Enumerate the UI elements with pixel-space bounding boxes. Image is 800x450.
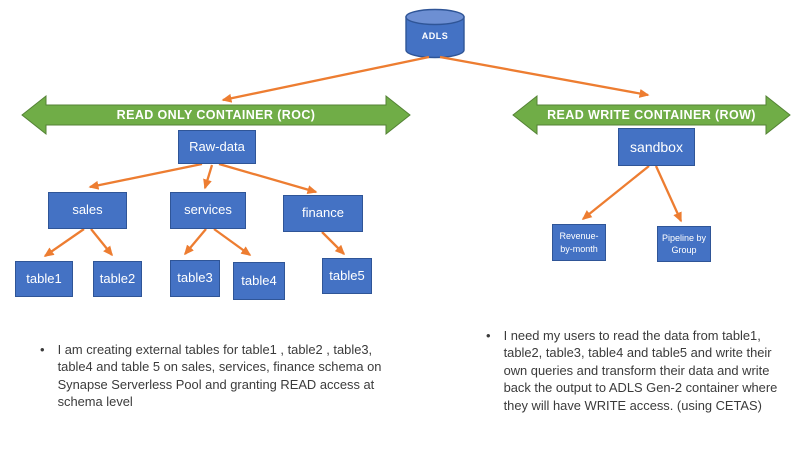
connector-services-to-table3 (184, 228, 207, 256)
connector-services-to-table4 (213, 228, 252, 256)
connector-rawdata-to-finance (218, 162, 318, 194)
note-right-text: I need my users to read the data from ta… (503, 328, 778, 413)
connector-sales-to-table2 (90, 228, 113, 257)
connector-rawdata-to-sales (88, 162, 203, 190)
adls-cylinder-icon (405, 8, 465, 59)
row-banner-label: READ WRITE CONTAINER (ROW) (547, 108, 756, 122)
connector-adls-to-roc (221, 55, 430, 103)
node-revenue-by-month: Revenue-by-month (552, 224, 606, 261)
node-pipeline-by-group: Pipeline by Group (657, 226, 711, 262)
roc-banner-arrow-shape (21, 94, 411, 136)
connector-sandbox-to-revenue (581, 165, 650, 220)
node-table4: table4 (233, 262, 285, 300)
connector-sandbox-to-pipeline (654, 165, 683, 223)
node-table3: table3 (170, 260, 220, 297)
connector-adls-to-row (439, 55, 650, 98)
row-banner-arrow-shape (512, 94, 791, 136)
adls-node-label: ADLS (421, 31, 449, 41)
node-sandbox: sandbox (618, 128, 695, 166)
roc-banner-label: READ ONLY CONTAINER (ROC) (116, 108, 316, 122)
node-table1: table1 (15, 261, 73, 297)
bullet-icon: • (486, 328, 491, 343)
connector-rawdata-to-services (203, 164, 214, 190)
note-left-text: I am creating external tables for table1… (57, 342, 382, 410)
node-raw-data: Raw-data (178, 130, 256, 164)
note-left: • I am creating external tables for tabl… (40, 341, 402, 411)
node-services: services (170, 192, 246, 229)
node-finance: finance (283, 195, 363, 232)
node-sales: sales (48, 192, 127, 229)
connector-finance-to-table5 (321, 231, 346, 256)
note-right: • I need my users to read the data from … (486, 327, 788, 414)
node-table5: table5 (322, 258, 372, 294)
node-table2: table2 (93, 261, 142, 297)
connector-sales-to-table1 (43, 228, 85, 257)
bullet-icon: • (40, 342, 45, 357)
